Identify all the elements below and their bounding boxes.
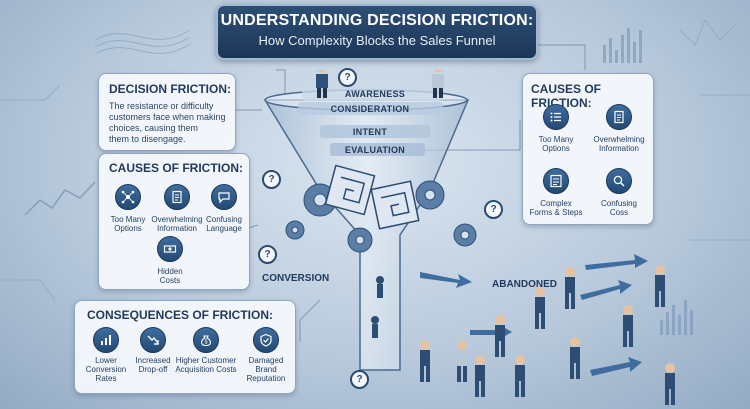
person-figure xyxy=(316,70,328,98)
subtitle: How Complexity Blocks the Sales Funnel xyxy=(258,33,496,48)
network-icon xyxy=(115,184,141,210)
definition-heading: DECISION FRICTION: xyxy=(109,82,231,96)
stage-consideration: CONSIDERATION xyxy=(330,104,410,114)
question-mark-icon: ? xyxy=(338,68,357,87)
money-icon xyxy=(157,236,183,262)
sales-funnel xyxy=(263,70,477,371)
down-arrow-icon xyxy=(140,327,166,353)
person-figure xyxy=(420,265,675,405)
conversion-label: CONVERSION xyxy=(262,273,330,284)
form-icon xyxy=(543,168,569,194)
stage-evaluation: EVALUATION xyxy=(344,145,406,155)
stage-awareness: AWARENESS xyxy=(344,89,406,99)
stage-intent: INTENT xyxy=(352,127,388,137)
main-title: UNDERSTANDING DECISION FRICTION: xyxy=(220,12,534,29)
question-mark-icon: ? xyxy=(258,245,277,264)
question-mark-icon: ? xyxy=(350,370,369,389)
shield-icon xyxy=(253,327,279,353)
search-icon xyxy=(606,168,632,194)
maze-icon xyxy=(324,164,420,230)
title-banner: UNDERSTANDING DECISION FRICTION: How Com… xyxy=(216,4,538,60)
document-icon xyxy=(164,184,190,210)
abandoned-crowd xyxy=(420,254,675,405)
list-icon xyxy=(543,104,569,130)
chart-icon xyxy=(93,327,119,353)
definition-text: The resistance or difficulty customers f… xyxy=(109,101,226,144)
abandoned-label: ABANDONED xyxy=(492,279,557,290)
consequences-heading: CONSEQUENCES OF FRICTION: xyxy=(87,308,274,322)
question-mark-icon: ? xyxy=(484,200,503,219)
question-mark-icon: ? xyxy=(262,170,281,189)
money-bag-icon: $ xyxy=(193,327,219,353)
definition-panel: DECISION FRICTION: The resistance or dif… xyxy=(98,73,236,151)
document-icon xyxy=(606,104,632,130)
person-figure xyxy=(371,276,384,338)
causes-left-heading: CAUSES OF FRICTION: xyxy=(109,161,243,175)
svg-text:$: $ xyxy=(205,340,208,346)
arrow-icon xyxy=(420,254,648,376)
speech-icon xyxy=(211,184,237,210)
person-figure xyxy=(432,70,444,98)
